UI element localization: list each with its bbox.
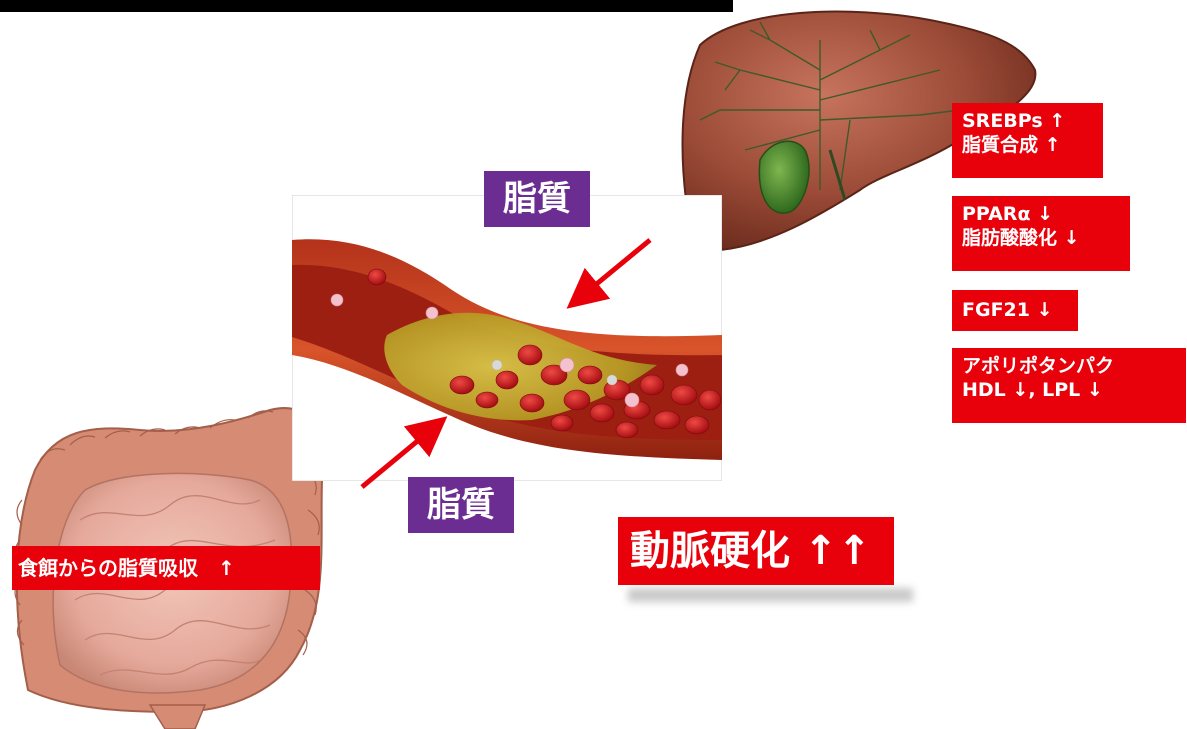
lipid-label-top: 脂質 — [484, 171, 590, 227]
ppar-line1: PPARα ↓ — [962, 202, 1120, 226]
atherosclerosis-label: 動脈硬化 ↑↑ — [618, 517, 894, 585]
srebp-label: SREBPs ↑ 脂質合成 ↑ — [952, 103, 1103, 178]
ppar-line2: 脂肪酸酸化 ↓ — [962, 226, 1120, 250]
arrow-liver-to-artery — [582, 240, 650, 296]
apo-line2: HDL ↓, LPL ↓ — [962, 378, 1176, 402]
srebp-line2: 脂質合成 ↑ — [962, 133, 1093, 157]
apolipoprotein-label: アポリポタンパク HDL ↓, LPL ↓ — [952, 348, 1186, 423]
ppar-label: PPARα ↓ 脂肪酸酸化 ↓ — [952, 196, 1130, 271]
srebp-line1: SREBPs ↑ — [962, 109, 1093, 133]
apo-line1: アポリポタンパク — [962, 354, 1176, 378]
fgf21-label: FGF21 ↓ — [952, 290, 1078, 331]
atherosclerosis-shadow — [628, 588, 913, 602]
dietary-absorption-label: 食餌からの脂質吸収 ↑ — [12, 546, 320, 590]
lipid-label-bottom: 脂質 — [408, 477, 514, 533]
